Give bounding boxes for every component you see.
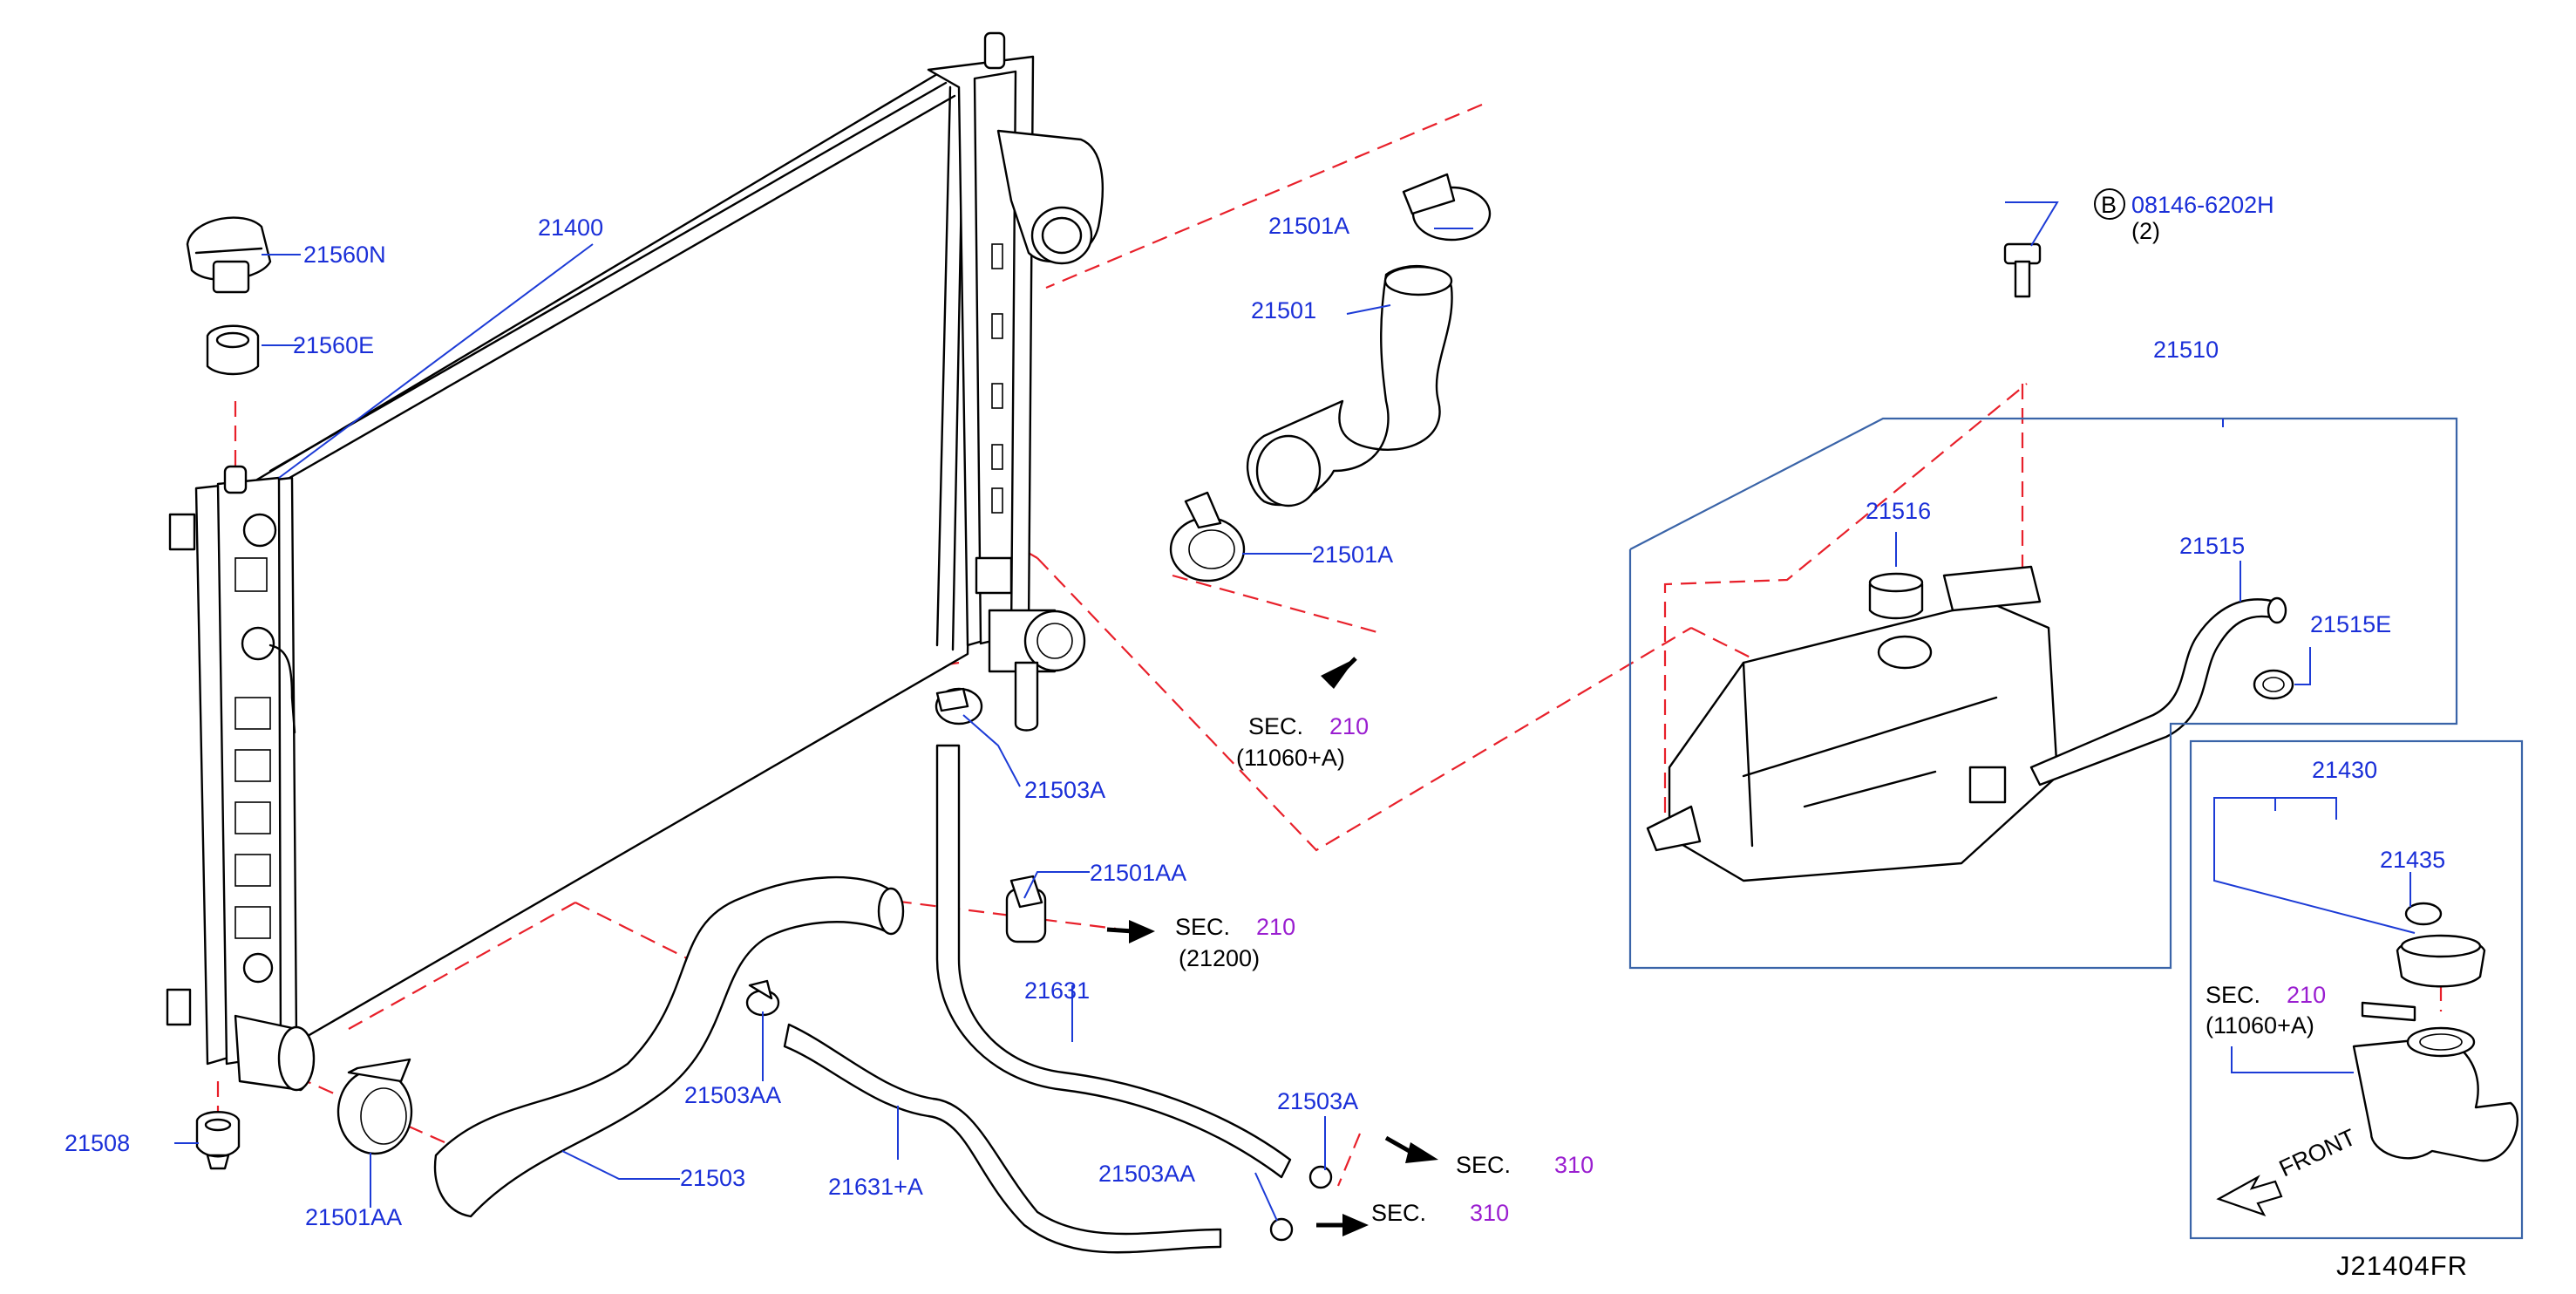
label-21560E: 21560E bbox=[293, 332, 374, 358]
front-label: FRONT bbox=[2275, 1124, 2360, 1182]
clamp-21503A-top bbox=[935, 687, 983, 725]
label-21501AA-lower: 21501AA bbox=[305, 1204, 402, 1230]
label-21501: 21501 bbox=[1251, 297, 1316, 324]
radiator-cap-21560N bbox=[186, 216, 272, 294]
sec-ref-210-upper-sub: (11060+A) bbox=[1236, 745, 1345, 771]
label-21508: 21508 bbox=[65, 1130, 130, 1156]
label-21430: 21430 bbox=[2312, 757, 2377, 783]
hose-21631A bbox=[783, 1023, 1222, 1254]
sec-ref-210-upper: SEC. 210 bbox=[1248, 713, 1369, 739]
outlet-pipe bbox=[234, 1014, 316, 1092]
sec-arrows bbox=[1106, 657, 2283, 1236]
clamp-21503AA-right bbox=[1269, 1217, 1294, 1242]
sec-number: 210 bbox=[2287, 982, 2326, 1008]
sec-prefix: SEC. bbox=[1175, 914, 1230, 940]
label-21501A-bottom: 21501A bbox=[1312, 541, 1393, 568]
hose-21631 bbox=[935, 744, 1292, 1179]
arrow-sec310-upper bbox=[1405, 1142, 1438, 1163]
clamp-21501A-top bbox=[1402, 173, 1492, 242]
sec-ref-210-mid: SEC. 210 bbox=[1175, 914, 1295, 940]
label-21400: 21400 bbox=[538, 215, 603, 241]
label-21503A-top: 21503A bbox=[1024, 777, 1105, 803]
label-21503: 21503 bbox=[680, 1165, 745, 1191]
upper-hose-21501 bbox=[1246, 265, 1453, 507]
sec-number: 310 bbox=[1554, 1152, 1594, 1178]
clamp-21503AA-mid bbox=[745, 979, 780, 1017]
clamp-21501AA-upper bbox=[1005, 875, 1047, 943]
bolt-08146-6202H bbox=[2003, 242, 2042, 298]
label-21631: 21631 bbox=[1024, 977, 1090, 1004]
bolt-callout-circle bbox=[2094, 188, 2125, 220]
pressure-cap-21430 bbox=[2396, 934, 2486, 988]
label-bolt-08146-6202H: 08146-6202H bbox=[2131, 192, 2274, 218]
radiator-right-tank bbox=[927, 31, 1104, 732]
sec-prefix: SEC. bbox=[1371, 1200, 1426, 1226]
label-21516: 21516 bbox=[1866, 498, 1931, 524]
label-21510: 21510 bbox=[2153, 337, 2219, 363]
front-arrow-icon bbox=[2216, 1175, 2283, 1216]
lower-hose-21503 bbox=[433, 875, 905, 1218]
radiator-left-tank bbox=[166, 465, 298, 1066]
part-labels: 21400 21560N 21560E 21508 21501AA 21503 … bbox=[65, 188, 2445, 1230]
sec-prefix: SEC. bbox=[2206, 982, 2260, 1008]
filler-neck-frame bbox=[2189, 739, 2524, 1240]
arrow-sec310-lower bbox=[1342, 1214, 1369, 1236]
reservoir-frame bbox=[1628, 417, 2458, 970]
label-bolt-qty: (2) bbox=[2131, 218, 2160, 244]
sec-prefix: SEC. bbox=[1248, 713, 1303, 739]
sec-number: 310 bbox=[1470, 1200, 1509, 1226]
label-21515E: 21515E bbox=[2310, 611, 2391, 637]
arrow-sec210-mid bbox=[1129, 920, 1155, 943]
gasket-21435 bbox=[2404, 902, 2443, 926]
clamp-21503A-right bbox=[1308, 1165, 1333, 1189]
label-21501AA-upper: 21501AA bbox=[1090, 860, 1186, 886]
label-21503A-right: 21503A bbox=[1277, 1088, 1358, 1114]
cap-seal-21560E bbox=[206, 324, 260, 376]
label-21560N: 21560N bbox=[303, 242, 386, 268]
filler-neck-21430 bbox=[2352, 1001, 2519, 1162]
sec-ref-210-filler: SEC. 210 bbox=[2206, 982, 2326, 1008]
clamp-21501A-bottom bbox=[1169, 491, 1246, 582]
sec-ref-210-filler-sub: (11060+A) bbox=[2206, 1012, 2314, 1039]
label-21515: 21515 bbox=[2179, 533, 2245, 559]
label-21503AA-mid: 21503AA bbox=[684, 1082, 781, 1108]
label-21503AA-right: 21503AA bbox=[1098, 1161, 1195, 1187]
reservoir-tank-21510 bbox=[1646, 565, 2059, 882]
reservoir-cap-21516 bbox=[1868, 572, 1933, 670]
sec-ref-210-mid-sub: (21200) bbox=[1179, 945, 1260, 971]
drain-plug-21508 bbox=[195, 1111, 241, 1170]
label-21501A-top: 21501A bbox=[1268, 213, 1349, 239]
drawing-code: J21404FR bbox=[2336, 1250, 2468, 1281]
bolt-callout-letter: B bbox=[2101, 192, 2117, 218]
sec-number: 210 bbox=[1256, 914, 1295, 940]
sec-ref-310-lower: SEC. 310 bbox=[1371, 1200, 1509, 1226]
sec-ref-310-upper: SEC. 310 bbox=[1456, 1152, 1594, 1178]
hose-clip-21515E bbox=[2253, 669, 2294, 700]
label-21435: 21435 bbox=[2380, 847, 2445, 873]
sec-prefix: SEC. bbox=[1456, 1152, 1511, 1178]
leader-lines bbox=[174, 201, 2416, 1222]
label-21631A: 21631+A bbox=[828, 1174, 923, 1200]
sec-number: 210 bbox=[1329, 713, 1369, 739]
overflow-hose-21515 bbox=[2029, 596, 2287, 787]
clamp-21501AA-lower bbox=[336, 1058, 413, 1155]
